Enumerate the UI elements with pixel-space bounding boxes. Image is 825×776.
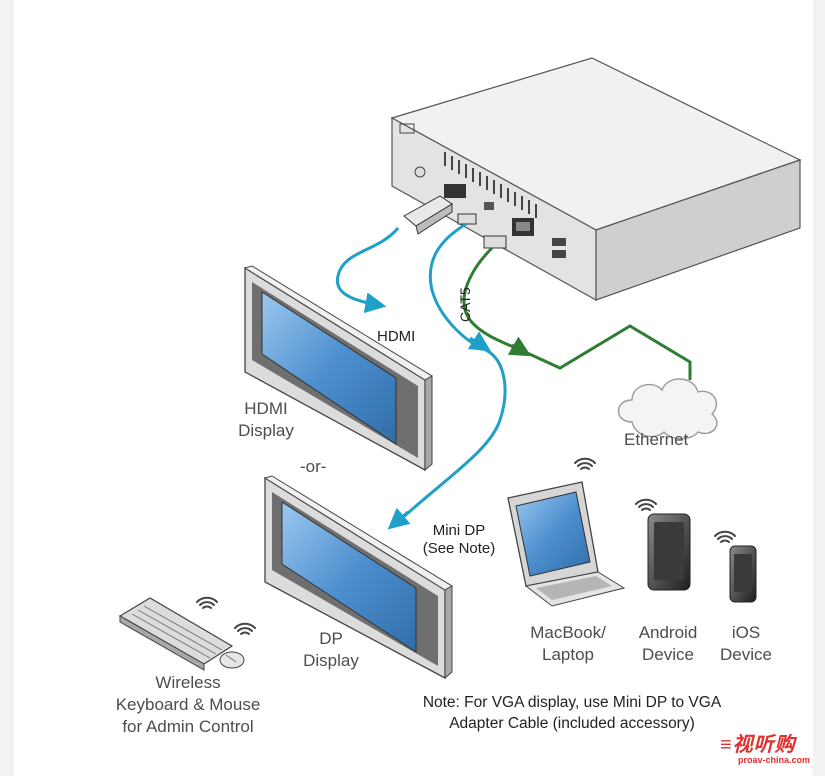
media-player-device (390, 57, 802, 302)
minidp-label: Mini DP (See Note) (414, 522, 504, 558)
wifi-icon (635, 498, 657, 511)
macbook-label-line2: Laptop (542, 645, 594, 664)
ios-label: iOS Device (714, 622, 778, 666)
hdmi-display (243, 265, 433, 472)
left-frame (0, 0, 14, 776)
wifi-icon (714, 530, 736, 543)
ios-label-line2: Device (720, 645, 772, 664)
vga-note-line2: Adapter Cable (included accessory) (449, 715, 695, 732)
android-label-line1: Android (638, 623, 698, 642)
keyboard-label-line3: for Admin Control (122, 717, 254, 736)
android-tablet (647, 513, 691, 591)
macbook-label-line1: MacBook/ (530, 623, 606, 642)
keyboard-label-line1: Wireless (155, 673, 221, 692)
dp-display-label-line2: Display (303, 651, 359, 670)
minidp-arrow-lower (387, 507, 411, 530)
wifi-icon (574, 457, 596, 470)
hdmi-connector (403, 195, 453, 235)
macbook-laptop (507, 481, 626, 607)
watermark-logo: ≡视听购 (720, 734, 796, 756)
vga-note-line1: Note: For VGA display, use Mini DP to VG… (422, 694, 722, 711)
right-frame (813, 0, 825, 776)
android-label: Android Device (630, 622, 706, 666)
or-label: -or- (300, 457, 327, 476)
minidp-label-line2: (See Note) (422, 540, 496, 557)
dp-display (263, 475, 453, 680)
minidp-connector (457, 213, 477, 225)
dp-display-label: DP Display (290, 628, 372, 672)
keyboard-mouse-label: Wireless Keyboard & Mouse for Admin Cont… (98, 672, 278, 738)
wifi-icon (234, 622, 256, 635)
minidp-label-line1: Mini DP (432, 522, 486, 539)
wireless-mouse (219, 651, 245, 669)
wireless-keyboard (118, 597, 234, 671)
cat5-label: CAT5 (457, 287, 473, 322)
ios-label-line1: iOS (731, 623, 761, 642)
hdmi-cable-label: HDMI (377, 328, 416, 345)
macbook-label: MacBook/ Laptop (520, 622, 616, 666)
ethernet-cloud (617, 378, 718, 440)
rj45-connector (483, 235, 507, 249)
ios-phone (729, 545, 757, 603)
wifi-icon (196, 596, 218, 609)
vga-note: Note: For VGA display, use Mini DP to VG… (392, 692, 752, 734)
keyboard-label-line2: Keyboard & Mouse (115, 695, 261, 714)
hdmi-display-label-line2: Display (238, 421, 294, 440)
hdmi-display-label: HDMI Display (218, 398, 314, 442)
ethernet-label: Ethernet (624, 430, 689, 449)
minidp-arrow-upper (467, 331, 492, 352)
hdmi-cable (336, 227, 400, 314)
android-label-line2: Device (642, 645, 694, 664)
ethernet-arrow (507, 336, 532, 357)
watermark-url: proav-china.com (738, 755, 811, 765)
hdmi-display-label-line1: HDMI (244, 399, 288, 418)
watermark: ≡视听购 proav-china.com (712, 728, 818, 772)
dp-display-label-line1: DP (319, 629, 343, 648)
